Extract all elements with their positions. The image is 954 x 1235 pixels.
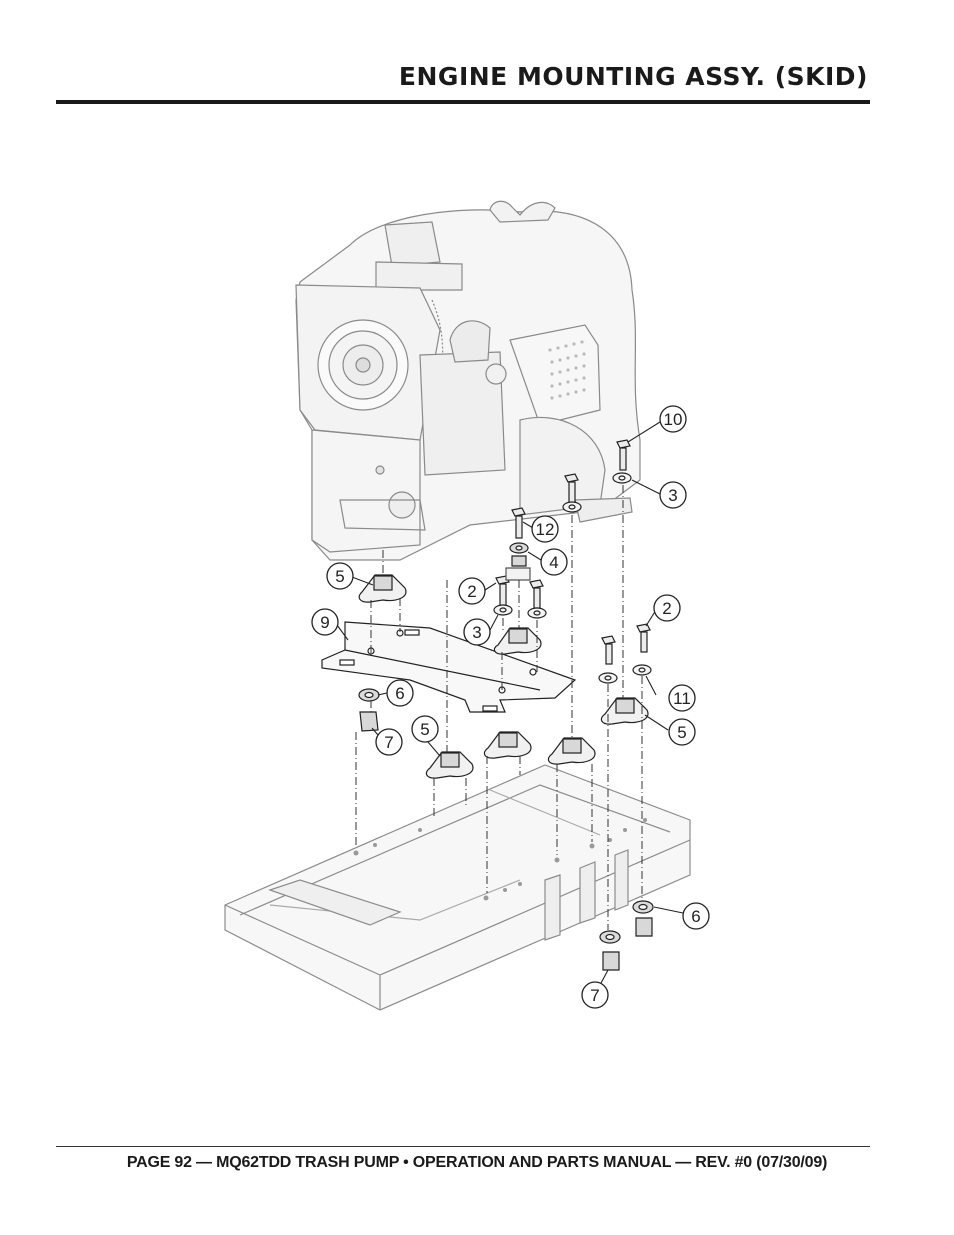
svg-text:7: 7 [384, 733, 393, 752]
svg-text:3: 3 [668, 486, 677, 505]
callout-5: 5 [326, 562, 354, 590]
rubber-mount [493, 627, 542, 655]
page-footer: PAGE 92 — MQ62TDD TRASH PUMP • OPERATION… [126, 1154, 828, 1171]
rubber-mount [425, 751, 474, 779]
callout-3: 3 [463, 618, 491, 646]
skid-frame [224, 764, 691, 1011]
svg-text:2: 2 [467, 582, 476, 601]
page-title: ENGINE MOUNTING ASSY. (SKID) [398, 62, 868, 91]
title-rule [56, 100, 870, 104]
svg-text:5: 5 [335, 567, 344, 586]
svg-text:5: 5 [677, 723, 686, 742]
svg-text:7: 7 [590, 986, 599, 1005]
callout-7: 7 [581, 981, 609, 1009]
callout-12: 12 [531, 515, 559, 543]
callout-7: 7 [375, 728, 403, 756]
alignment-lines [355, 485, 643, 930]
rubber-mount [358, 574, 407, 603]
callout-11: 11 [668, 684, 696, 712]
svg-text:9: 9 [320, 613, 329, 632]
rubber-mount [547, 737, 596, 765]
callout-10: 10 [659, 405, 687, 433]
callout-6: 6 [386, 679, 414, 707]
callout-6: 6 [682, 902, 710, 930]
svg-text:2: 2 [662, 599, 671, 618]
svg-text:12: 12 [536, 520, 555, 539]
footer-rule [56, 1146, 870, 1147]
svg-text:3: 3 [472, 623, 481, 642]
mounting-parts [321, 439, 654, 971]
callout-3: 3 [659, 481, 687, 509]
callout-9: 9 [311, 608, 339, 636]
svg-text:10: 10 [664, 410, 683, 429]
callout-2: 2 [458, 577, 486, 605]
callout-4: 4 [540, 548, 568, 576]
nut [359, 555, 653, 971]
svg-text:6: 6 [691, 907, 700, 926]
callout-5: 5 [668, 718, 696, 746]
engine-illustration [295, 200, 641, 561]
rubber-mount [483, 731, 532, 759]
svg-text:5: 5 [420, 720, 429, 739]
svg-text:4: 4 [549, 553, 558, 572]
svg-text:11: 11 [673, 689, 691, 708]
base-plate [321, 621, 577, 713]
callout-5: 5 [411, 715, 439, 743]
rubber-mount [600, 697, 649, 725]
callout-2: 2 [653, 594, 681, 622]
svg-text:6: 6 [395, 684, 404, 703]
